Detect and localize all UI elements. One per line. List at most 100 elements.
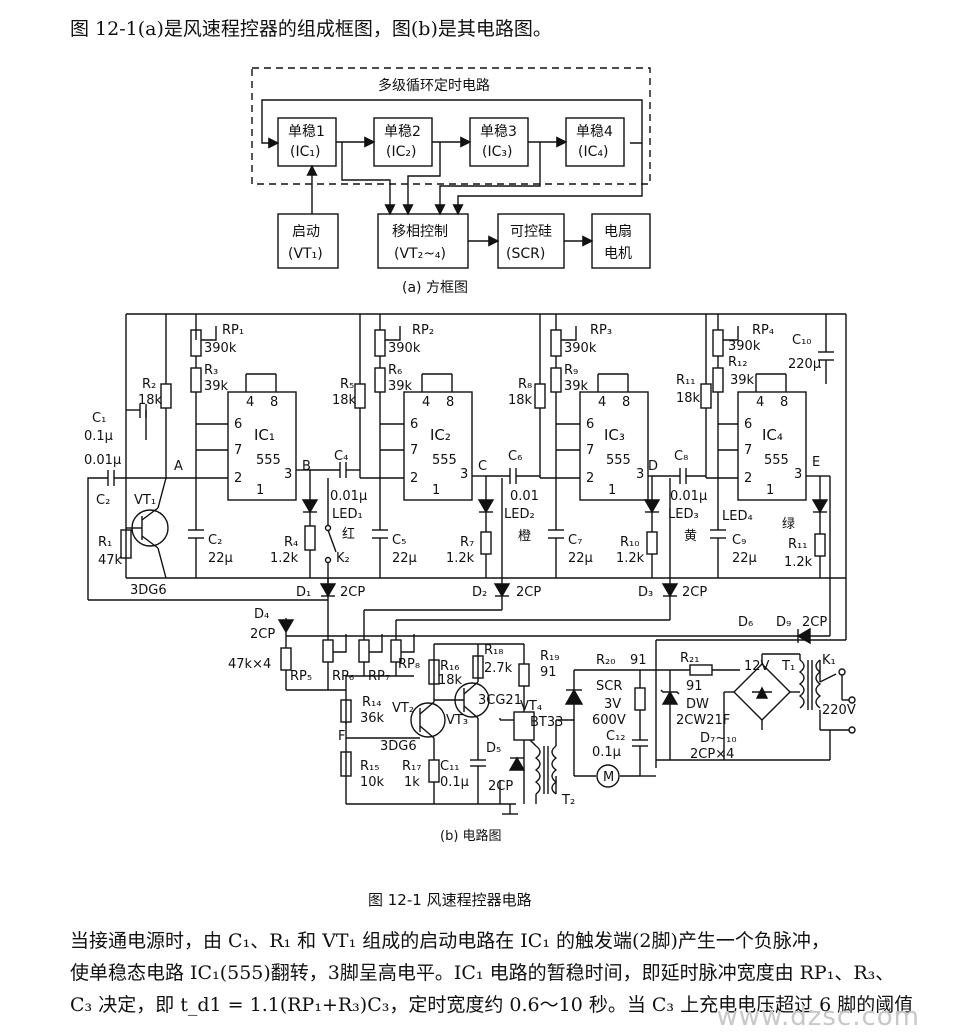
caption-b: (b) 电路图	[440, 828, 502, 844]
ic2-pin8: 8	[446, 395, 454, 410]
ic3-pin2: 2	[586, 471, 594, 486]
block-1-line2: (IC₁)	[290, 144, 320, 160]
c4-label: C₄	[334, 449, 348, 464]
rp5-label: RP₅	[290, 669, 312, 684]
r11-label: R₁₁	[676, 373, 695, 388]
d4-label: D₄	[254, 607, 269, 622]
ic3-pin4: 4	[598, 395, 606, 410]
scr-voltage: 600V	[592, 713, 626, 728]
c1-label: C₁	[92, 411, 106, 426]
r5-value: 18k	[332, 393, 357, 408]
r18-value: 2.7k	[484, 661, 513, 676]
rp3-value: 390k	[564, 341, 597, 356]
block-4-line2: (IC₄)	[578, 144, 608, 160]
ic3-pin6: 6	[586, 417, 594, 432]
c3-label: C₂	[208, 533, 222, 548]
ic2-stage	[354, 314, 540, 578]
d5-type: 2CP	[488, 779, 513, 794]
c12-value: 0.1μ	[592, 745, 621, 760]
r12-label: R₁₂	[728, 355, 747, 370]
c5-label: C₅	[392, 533, 406, 548]
d2-type: 2CP	[516, 585, 541, 600]
transformer-secondary: 12V	[744, 659, 770, 674]
ic1-pin1: 1	[256, 483, 264, 498]
vt4-type: BT33	[530, 715, 563, 730]
r18-label: R₁₈	[484, 643, 503, 658]
rp-values: 47k×4	[228, 657, 271, 672]
r10-value: 1.2k	[616, 551, 645, 566]
ic1-pin7: 7	[234, 443, 242, 458]
d2-label: D₂	[472, 585, 487, 600]
d3-type: 2CP	[682, 585, 707, 600]
node-b: B	[302, 459, 311, 474]
ic1-chip: 555	[256, 453, 281, 468]
r14-value: 36k	[360, 711, 385, 726]
ic3-pin1: 1	[608, 483, 616, 498]
rp7-label: RP₇	[368, 669, 390, 684]
r12-value: 39k	[730, 373, 755, 388]
block-fan-line1: 电扇	[604, 224, 632, 240]
d6-label: D₆	[738, 615, 753, 630]
r16-label: R₁₆	[440, 659, 459, 674]
c6-value: 0.01	[510, 489, 539, 504]
caption-a: (a) 方框图	[402, 280, 468, 296]
vt3-type: 3CG21	[478, 693, 522, 708]
block-phase-line2: (VT₂~₄)	[394, 246, 446, 262]
block-diagram: 多级循环定时电路 单稳1 (IC₁) 单稳2 (IC₂) 单稳3 (IC₃) 单…	[251, 67, 651, 296]
led1-label: LED₁	[332, 507, 363, 522]
c2-value: 0.01μ	[84, 453, 121, 468]
node-f: F	[338, 729, 345, 744]
c3-value: 22μ	[208, 551, 233, 566]
block-scr-line2: (SCR)	[506, 246, 545, 262]
r11b-label: R₁₁	[788, 537, 807, 552]
node-d: D	[648, 459, 658, 474]
ic2-chip: 555	[432, 453, 457, 468]
figure-caption: 图 12-1 风速程控器电路	[368, 891, 532, 909]
r3-value: 39k	[204, 379, 229, 394]
rp4-label: RP₄	[752, 323, 774, 338]
ic4-pin3: 3	[794, 467, 802, 482]
d9-type: 2CP	[802, 615, 827, 630]
bridge-type: 2CP×4	[690, 747, 734, 762]
rp4-value: 390k	[728, 339, 761, 354]
ic1-pin3: 3	[284, 467, 292, 482]
group-title: 多级循环定时电路	[378, 77, 490, 94]
block-start-line1: 启动	[292, 224, 320, 240]
r3-label: R₃	[204, 363, 218, 378]
r7-label: R₇	[460, 535, 474, 550]
r6-value: 39k	[388, 379, 413, 394]
rp2-label: RP₂	[412, 323, 434, 338]
ic3-stage	[534, 314, 706, 578]
block-scr-line1: 可控硅	[510, 224, 552, 240]
block-4-line1: 单稳4	[576, 124, 613, 140]
r21-label: R₂₁	[680, 651, 699, 666]
ic1-pin2: 2	[234, 471, 242, 486]
bridge-label: D₇~₁₀	[700, 731, 737, 746]
block-fan-line2: 电机	[604, 246, 632, 262]
c10-label: C₁₀	[792, 333, 812, 348]
block-start	[277, 213, 339, 269]
scr-section	[556, 639, 856, 788]
led3-color: 黄	[684, 529, 697, 544]
k1-label: K₁	[822, 653, 836, 668]
c11-label: C₁₁	[440, 759, 460, 774]
led1-color: 红	[342, 526, 355, 542]
ic3-label: IC₃	[604, 426, 625, 444]
r20-value: 91	[630, 653, 647, 668]
block-2-line1: 单稳2	[384, 124, 421, 140]
scr-label: SCR	[596, 679, 622, 694]
rp2-value: 390k	[388, 341, 421, 356]
r16-value: 18k	[438, 673, 463, 688]
d5-label: D₅	[486, 741, 501, 756]
c6-label: C₆	[508, 449, 522, 464]
ic3-pin8: 8	[622, 395, 630, 410]
r2-label: R₂	[142, 377, 156, 392]
r21-value: 91	[686, 679, 703, 694]
node-a: A	[174, 459, 183, 474]
r8-label: R₈	[518, 377, 532, 392]
circuit-diagram: 4 8 6 7 2 1 3 IC₁ 555 RP₁ 390k R₃ 39k R₂…	[84, 313, 856, 844]
ic4-pin7: 7	[744, 443, 752, 458]
dw-label: DW	[686, 697, 709, 712]
watermark: www.dzsc.com	[716, 1002, 920, 1032]
ic2-pin6: 6	[410, 417, 418, 432]
